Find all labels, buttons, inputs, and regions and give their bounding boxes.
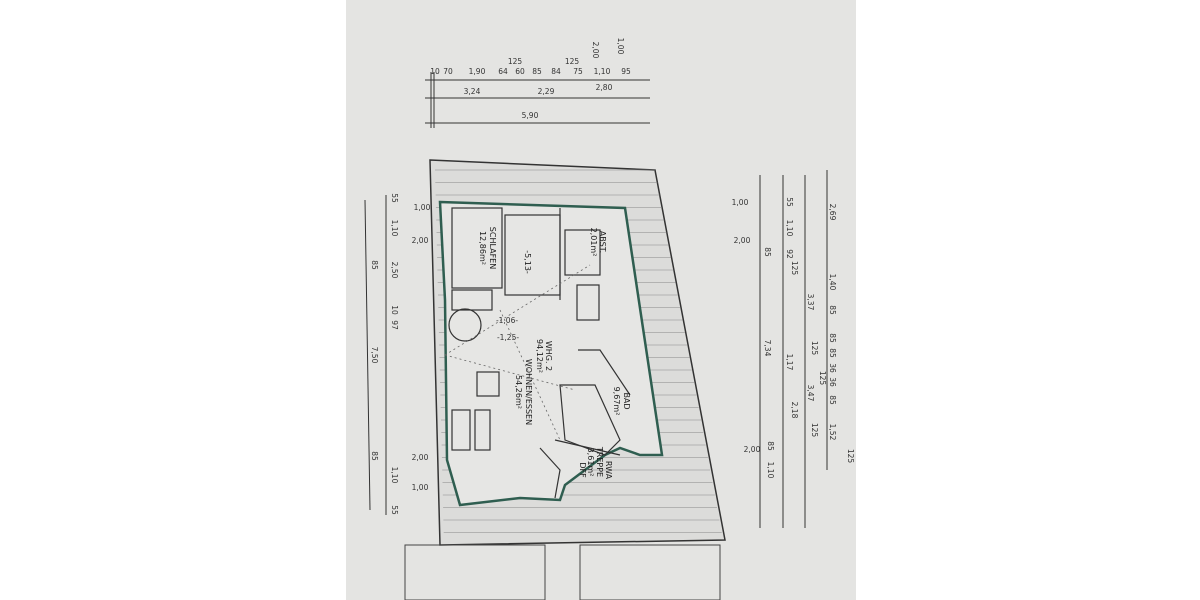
dimension-label: 85 — [828, 395, 837, 405]
dimension-label: 7,34 — [763, 340, 772, 357]
roof-outline — [429, 159, 726, 546]
dimension-label: 1,10 — [785, 220, 794, 237]
dimension-label: 64 — [498, 67, 508, 76]
dimension-label: 1,90 — [469, 67, 486, 76]
dimension-label: 36 — [828, 377, 837, 387]
dimension-label: 2,80 — [596, 83, 613, 92]
dimension-label: 1,00 — [414, 203, 431, 212]
dimension-label: 85 — [763, 247, 772, 257]
dimension-label: 2,29 — [538, 87, 555, 96]
dimension-label: 2,00 — [412, 236, 429, 245]
apartment-label: WHG. 2 — [544, 341, 553, 371]
dimension-label: 60 — [515, 67, 525, 76]
dimension-label: 1,10 — [390, 467, 399, 484]
room-area-bad: 9,67m² — [612, 387, 621, 416]
dff-label: DFF — [578, 462, 587, 478]
dimension-label: 10 — [390, 305, 399, 315]
dimension-label: 1,00 — [616, 38, 625, 55]
dimension-label: 85 — [828, 333, 837, 343]
room-area-wohnen-essen: 54,26m² — [514, 375, 523, 409]
dimension-label: 97 — [390, 320, 399, 330]
dimension-label: 125 — [508, 57, 523, 66]
dimension-label: 55 — [390, 505, 399, 515]
dimension-label: 55 — [785, 197, 794, 207]
dim-schrank: -5,13- — [523, 250, 532, 274]
dimension-label: 125 — [846, 449, 855, 464]
dimension-label: 2,18 — [790, 402, 799, 419]
dimension-label: 125 — [565, 57, 580, 66]
dimension-label: 1,10 — [390, 220, 399, 237]
dimension-label: 2,00 — [591, 42, 600, 59]
dim-1-06: -1,06- — [496, 316, 518, 325]
dimension-label: 2,00 — [744, 445, 761, 454]
dimension-label: 2,00 — [734, 236, 751, 245]
dimension-label: 1,00 — [412, 483, 429, 492]
dimension-label: 95 — [621, 67, 631, 76]
dimension-label: 85 — [766, 441, 775, 451]
dimension-label: 3,37 — [806, 294, 815, 311]
dimension-label: 5,90 — [522, 111, 539, 120]
dimension-label: 92 — [785, 249, 794, 259]
dimension-label: 1,10 — [594, 67, 611, 76]
room-label-treppe: TREPPE — [595, 446, 604, 477]
dimension-label: 36 — [828, 363, 837, 373]
room-label-schlafen: SCHLAFEN — [488, 227, 497, 269]
dimension-label: 75 — [573, 67, 583, 76]
rwa-label: RWA — [604, 461, 613, 480]
room-label-abst: ABST. — [598, 231, 607, 253]
stair-below — [404, 544, 721, 600]
dimension-label: 10 — [430, 67, 440, 76]
dimension-label: 85 — [828, 305, 837, 315]
dimension-label: 2,50 — [390, 262, 399, 279]
dimension-label: 2,00 — [412, 453, 429, 462]
dimension-label: 3,47 — [806, 385, 815, 402]
dimension-label: 125 — [810, 423, 819, 438]
dimension-label: 85 — [828, 348, 837, 358]
dimension-lines — [364, 72, 828, 528]
dimension-label: 125 — [790, 261, 799, 276]
dimension-label: 125 — [810, 341, 819, 356]
dimension-label: 1,52 — [828, 424, 837, 441]
dimension-label: 3,24 — [464, 87, 481, 96]
apartment-area: 94,12m² — [535, 339, 544, 373]
dimension-label: 1,00 — [732, 198, 749, 207]
dimension-label: 85 — [532, 67, 542, 76]
dimension-label: 7,50 — [370, 347, 379, 364]
dimension-label: 1,10 — [766, 462, 775, 479]
dimension-label: 70 — [443, 67, 453, 76]
dimension-label: 85 — [370, 260, 379, 270]
room-area-schlafen: 12,86m² — [478, 231, 487, 265]
dimension-label: 1,17 — [785, 354, 794, 371]
room-area-abst: 2,01m² — [589, 228, 598, 257]
dimension-label: 84 — [551, 67, 561, 76]
dimension-label: 1,40 — [828, 274, 837, 291]
dim-1-25: -1,25- — [497, 333, 519, 342]
room-label-wohnen-essen: WOHNEN/ESSEN — [524, 359, 533, 425]
dimension-label: 85 — [370, 451, 379, 461]
dimension-label: 55 — [390, 193, 399, 203]
room-area-treppe: 3,61m² — [586, 448, 595, 477]
room-label-bad: BAD — [622, 392, 631, 409]
dimension-label: 2,69 — [828, 204, 837, 221]
dimension-label: 125 — [818, 371, 827, 386]
